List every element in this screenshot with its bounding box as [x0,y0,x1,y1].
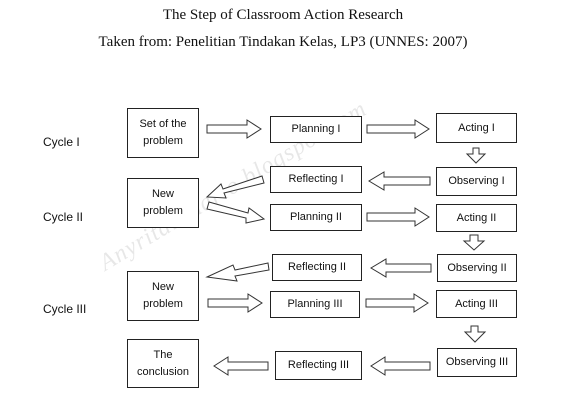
arrow-planning2-to-acting2 [366,207,430,227]
diagram-title: The Step of Classroom Action Research [162,7,404,23]
box-planning-1: Planning I [270,116,362,143]
arrow-reflecting3-to-conclusion [213,356,269,376]
arrow-observing2-to-reflecting2 [370,258,432,278]
box-observing-1: Observing I [436,167,517,196]
arrow-set-to-planning1 [206,119,262,139]
box-observing-3: Observing III [437,348,517,377]
arrow-acting3-to-observing3 [463,325,487,343]
cycle-3-label: Cycle III [43,302,87,316]
arrow-reflecting2-to-newproblem3 [205,262,270,282]
box-reflecting-2: Reflecting II [272,254,362,281]
arrow-newproblem2-to-planning2 [206,201,266,224]
box-reflecting-1: Reflecting I [270,166,362,193]
box-set-of-the-problem: Set of the problem [127,108,199,158]
arrow-newproblem3-to-planning3 [207,293,263,313]
cycle-2-label: Cycle II [43,210,84,224]
box-acting-1: Acting I [436,113,517,143]
arrow-observing3-to-reflecting3 [370,356,431,376]
arrow-planning1-to-acting1 [366,119,430,139]
box-reflecting-3: Reflecting III [275,351,362,380]
box-planning-2: Planning II [270,204,362,231]
cycle-1-label: Cycle I [43,135,80,149]
diagram-source: Taken from: Penelitian Tindakan Kelas, L… [98,34,468,50]
box-acting-3: Acting III [436,290,517,318]
box-acting-2: Acting II [436,204,517,232]
arrow-reflecting1-to-newproblem2 [205,175,265,199]
arrow-planning3-to-acting3 [365,293,429,313]
arrow-acting1-to-observing1 [465,147,487,164]
arrow-observing1-to-reflecting1 [368,171,431,191]
box-new-problem-3: New problem [127,271,199,321]
box-planning-3: Planning III [270,291,360,318]
arrow-acting2-to-observing2 [462,234,486,251]
box-the-conclusion: The conclusion [127,339,199,388]
box-new-problem-2: New problem [127,178,199,228]
box-observing-2: Observing II [437,254,517,282]
